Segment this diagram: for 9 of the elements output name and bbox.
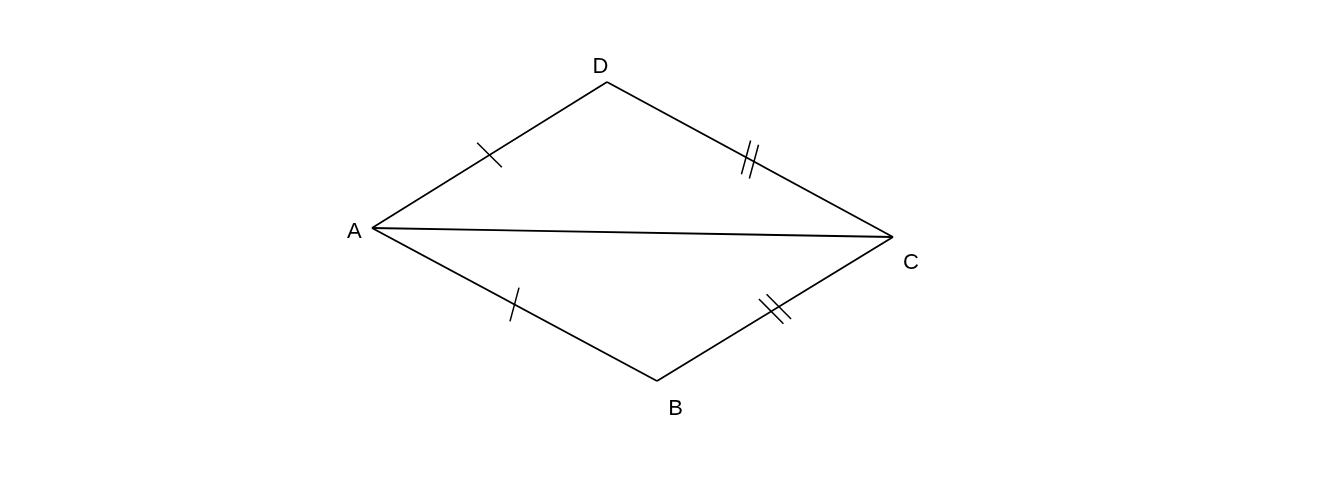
- vertex-label: A: [347, 219, 362, 242]
- line-segment: [371, 227, 658, 382]
- line-segment: [606, 81, 894, 238]
- line-segment: [371, 81, 608, 229]
- vertex-label: D: [592, 55, 609, 77]
- line-segment: [371, 227, 894, 238]
- vertex-label: C: [903, 251, 919, 273]
- vertex-label: B: [668, 397, 683, 419]
- line-segment: [656, 236, 894, 382]
